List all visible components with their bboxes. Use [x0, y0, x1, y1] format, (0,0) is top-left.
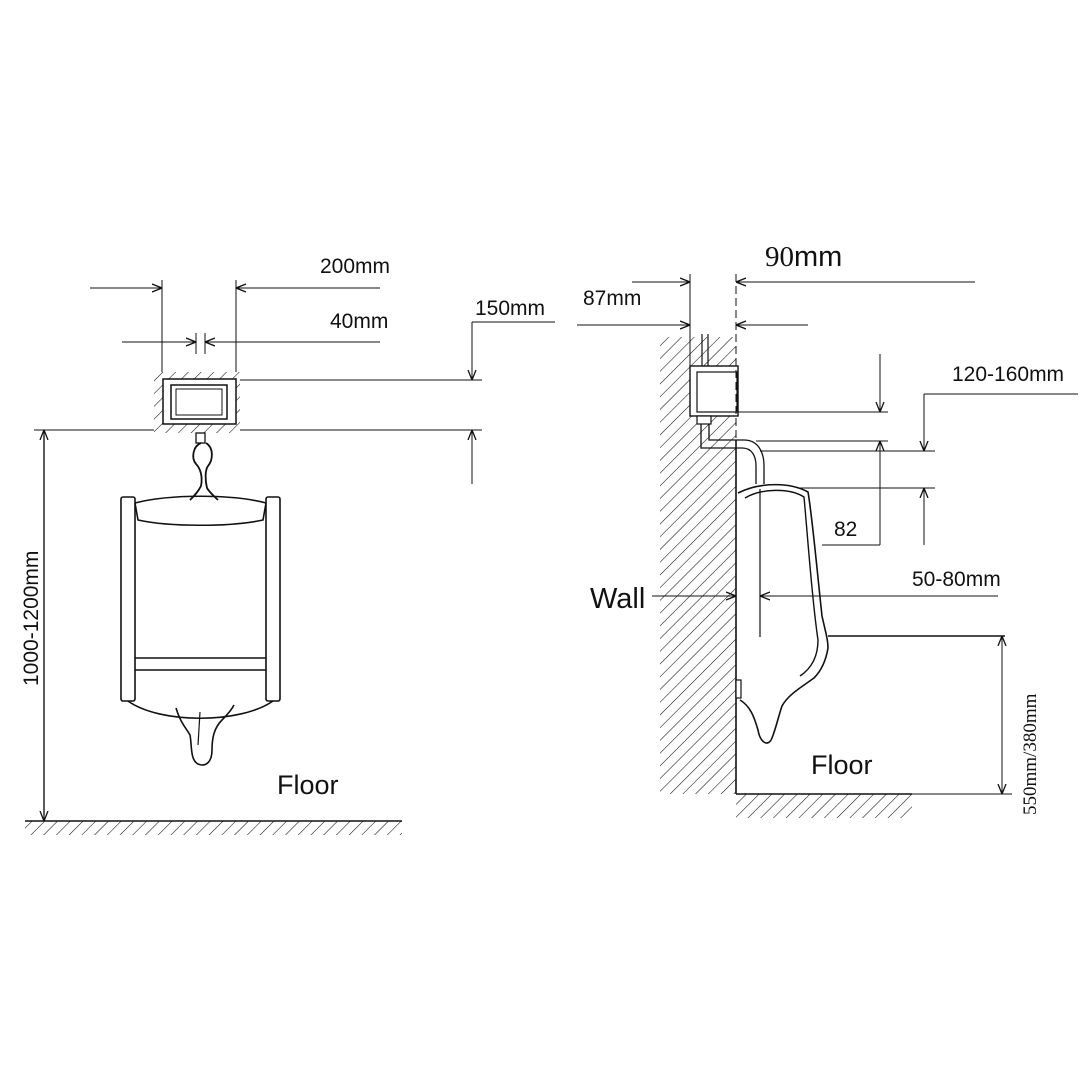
dim-87mm-label: 87mm	[583, 287, 641, 310]
dim-82-label: 82	[834, 518, 857, 541]
front-floor-label: Floor	[277, 770, 339, 800]
dim-82: 82	[738, 354, 888, 546]
dim-40mm-label: 40mm	[330, 310, 388, 333]
dim-120-160mm-label: 120-160mm	[952, 363, 1064, 386]
dim-50-80mm: 50-80mm Wall	[590, 568, 1001, 615]
side-floor-label: Floor	[811, 750, 873, 780]
urinal-front	[120, 495, 281, 766]
dim-90mm-unit: mm	[794, 241, 842, 273]
side-flush-box	[689, 334, 739, 425]
dim-mount-height: 1000-1200mm	[20, 429, 154, 821]
dim-rim-height: 550mm/380mm	[912, 636, 1041, 815]
front-floor	[25, 820, 402, 835]
dim-50-80mm-label: 50-80mm	[912, 568, 1001, 591]
dim-rim-height-label: 550mm/380mm	[1020, 693, 1041, 815]
urinal-side	[735, 483, 1005, 744]
dim-200mm-label: 200mm	[320, 255, 390, 278]
spud-pipe	[189, 432, 219, 501]
side-pipe	[700, 424, 765, 484]
dim-90mm-number: 90	[765, 241, 794, 273]
flush-valve-box	[154, 372, 240, 433]
dim-200mm: 200mm	[90, 255, 390, 372]
dim-mount-height-label: 1000-1200mm	[20, 551, 43, 686]
front-view: 200mm 40mm 150mm 1000-1200mm Floor	[20, 255, 555, 835]
dim-120-160mm: 120-160mm	[760, 363, 1078, 545]
dim-90mm: 90mm	[632, 241, 975, 440]
dim-87mm: 87mm	[577, 287, 808, 325]
side-view: 90mm 87mm 82 120-160mm	[577, 241, 1078, 818]
side-floor	[736, 793, 912, 818]
dim-150mm-label: 150mm	[475, 297, 545, 320]
dim-90mm-label: 90mm	[765, 241, 842, 273]
dim-40mm: 40mm	[122, 310, 388, 354]
wall-label: Wall	[590, 583, 645, 615]
dim-150mm: 150mm	[240, 297, 555, 484]
